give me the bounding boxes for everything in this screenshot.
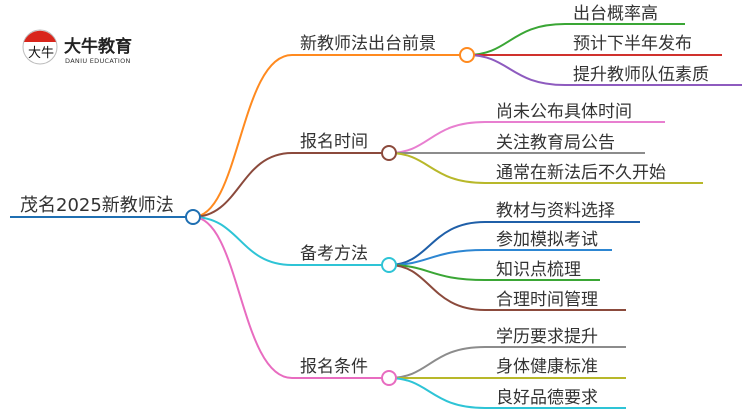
leaf-connector xyxy=(388,152,703,184)
logo: 大牛 大牛教育 DANIU EDUCATION xyxy=(22,29,132,65)
branch-connector xyxy=(192,54,460,218)
leaf-connector xyxy=(388,121,665,154)
logo-red-arc xyxy=(24,30,56,42)
leaf-connector xyxy=(388,221,640,266)
logo-name-en: DANIU EDUCATION xyxy=(65,57,131,65)
logo-name-cn: 大牛教育 xyxy=(64,36,132,57)
branch-connector xyxy=(192,216,382,266)
leaf-topic[interactable]: 身体健康标准 xyxy=(496,357,598,377)
branch-topic[interactable]: 报名时间 xyxy=(300,132,368,152)
root-collapse-toggle[interactable] xyxy=(185,209,201,225)
logo-glyph: 大牛 xyxy=(28,46,54,61)
leaf-connector xyxy=(388,264,600,281)
branch-connector xyxy=(192,152,382,218)
leaf-topic[interactable]: 出台概率高 xyxy=(573,4,658,24)
leaf-connector xyxy=(388,346,626,379)
leaf-topic[interactable]: 通常在新法后不久开始 xyxy=(496,163,666,183)
leaf-topic[interactable]: 关注教育局公告 xyxy=(496,133,615,153)
leaf-topic[interactable]: 合理时间管理 xyxy=(496,290,598,310)
leaf-topic[interactable]: 参加模拟考试 xyxy=(496,230,598,250)
leaf-topic[interactable]: 提升教师队伍素质 xyxy=(573,65,709,85)
leaf-connector xyxy=(388,249,612,266)
branch-topic[interactable]: 备考方法 xyxy=(300,244,368,264)
leaf-topic[interactable]: 教材与资料选择 xyxy=(496,201,615,221)
leaf-topic[interactable]: 知识点梳理 xyxy=(496,260,581,280)
leaf-connector xyxy=(388,264,626,311)
branch-collapse-toggle[interactable] xyxy=(381,257,397,273)
branch-collapse-toggle[interactable] xyxy=(381,145,397,161)
branch-topic[interactable]: 报名条件 xyxy=(300,357,368,377)
branch-connector xyxy=(192,216,382,379)
leaf-connector xyxy=(388,377,626,409)
leaf-topic[interactable]: 预计下半年发布 xyxy=(573,34,692,54)
leaf-connector xyxy=(466,54,742,86)
branch-topic[interactable]: 新教师法出台前景 xyxy=(300,34,436,54)
leaf-topic[interactable]: 良好品德要求 xyxy=(496,388,598,408)
leaf-topic[interactable]: 尚未公布具体时间 xyxy=(496,102,632,122)
leaf-connector xyxy=(466,23,685,56)
leaf-topic[interactable]: 学历要求提升 xyxy=(496,327,598,347)
branch-collapse-toggle[interactable] xyxy=(459,47,475,63)
branch-collapse-toggle[interactable] xyxy=(381,370,397,386)
root-topic[interactable]: 茂名2025新教师法 xyxy=(20,195,174,216)
